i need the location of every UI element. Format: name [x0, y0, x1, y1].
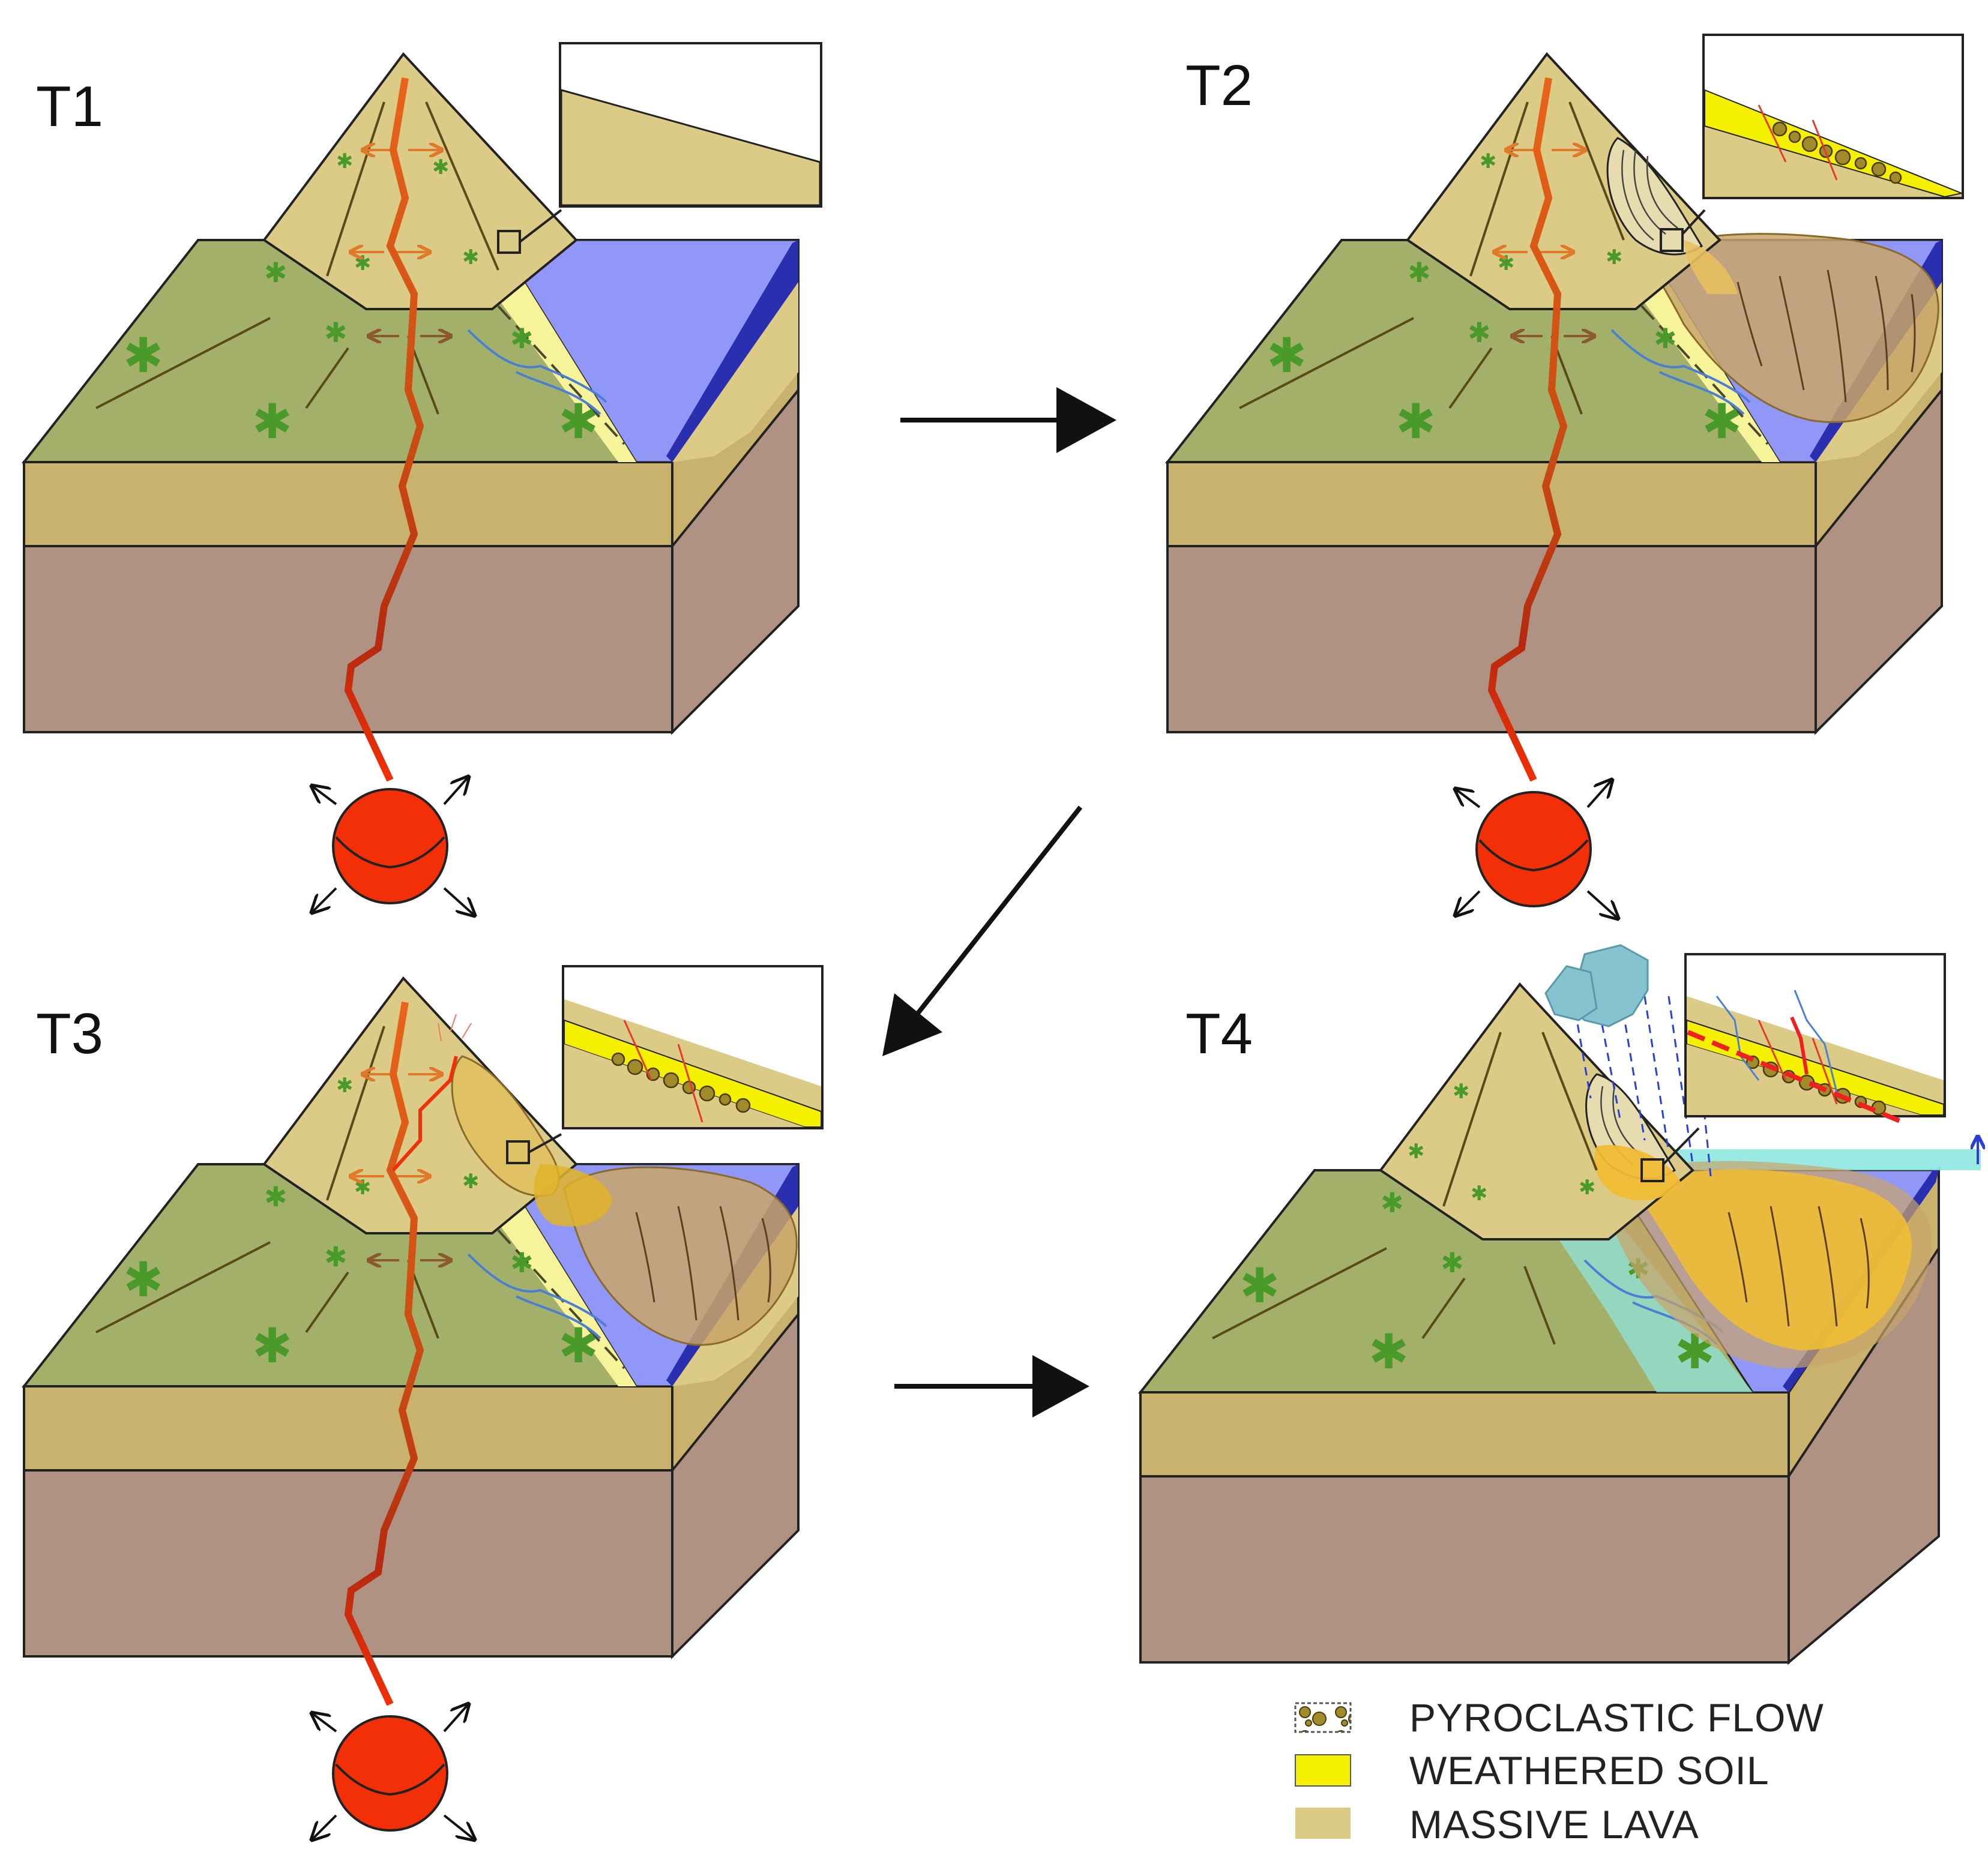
volcano-cone: [262, 52, 578, 310]
svg-text:✱: ✱: [354, 252, 372, 275]
svg-text:✱: ✱: [1408, 1140, 1425, 1163]
collapse-scarp: [1606, 137, 1703, 256]
arrow-t2-to-t3: [882, 805, 1083, 1056]
inset-t1: [559, 42, 822, 208]
svg-text:✱: ✱: [1396, 395, 1436, 448]
svg-text:✱: ✱: [123, 329, 163, 382]
magma-chamber-t2: [1456, 780, 1618, 918]
landslide-deposit: [563, 1166, 798, 1346]
inset-t3: [562, 965, 824, 1129]
panel-label-t3: T3: [36, 1002, 103, 1066]
svg-text:✱: ✱: [1480, 150, 1497, 173]
panel-t4: ✱ ✱ ✱ ✱ ✱ ✱ ✱ ✱ ✱ ✱: [1137, 982, 1981, 1665]
panel-label-t2: T2: [1185, 53, 1253, 118]
svg-text:✱: ✱: [558, 395, 598, 448]
slip-surface: [1687, 1030, 1904, 1125]
svg-text:✱: ✱: [1606, 246, 1623, 269]
svg-text:✱: ✱: [1381, 1187, 1404, 1218]
panel-label-t4: T4: [1185, 1002, 1253, 1066]
panel-t1: ✱ ✱ ✱ ✱ ✱ ✱ ✱ ✱ ✱ ✱: [23, 52, 800, 782]
svg-text:✱: ✱: [462, 246, 480, 269]
dyke-fracture: [391, 1056, 458, 1172]
svg-text:✱: ✱: [510, 1247, 534, 1278]
svg-text:✱: ✱: [336, 150, 354, 173]
legend-label-pyroclastic-flow: PYROCLASTIC FLOW: [1409, 1695, 1824, 1740]
pyroclastic-flow-swatch: [1294, 1702, 1352, 1733]
svg-text:✱: ✱: [432, 156, 450, 179]
legend: PYROCLASTIC FLOW WEATHERED SOIL MASSIVE …: [1294, 1695, 1824, 1847]
svg-text:✱: ✱: [1408, 257, 1431, 288]
svg-text:✱: ✱: [1369, 1325, 1409, 1378]
svg-text:✱: ✱: [123, 1253, 163, 1306]
svg-text:✱: ✱: [1471, 1182, 1488, 1205]
magma-conduit: [344, 1002, 424, 1706]
svg-text:✱: ✱: [1453, 1080, 1470, 1103]
panel-label-t1: T1: [36, 74, 103, 139]
svg-text:✱: ✱: [1267, 329, 1307, 382]
volcano-cone: [1406, 52, 1721, 310]
massive-lava-swatch: [1295, 1808, 1351, 1839]
landslide-deposit: [1633, 1169, 1912, 1350]
inset-t2: [1702, 34, 1964, 199]
svg-text:✱: ✱: [462, 1170, 480, 1193]
svg-text:✱: ✱: [558, 1319, 598, 1372]
magma-conduit: [344, 77, 424, 782]
svg-text:✱: ✱: [510, 323, 534, 354]
legend-label-weathered-soil: WEATHERED SOIL: [1409, 1748, 1770, 1793]
svg-text:✱: ✱: [354, 1176, 372, 1199]
magma-chamber-t3: [312, 1704, 474, 1839]
magma-chamber-t1: [312, 777, 474, 915]
panel-t2: ✱ ✱ ✱ ✱ ✱ ✱ ✱ ✱ ✱: [1166, 52, 1943, 782]
panel-t3: ✱ ✱ ✱ ✱ ✱ ✱ ✱ ✱ ✱: [23, 976, 800, 1706]
svg-text:✱: ✱: [1441, 1247, 1464, 1278]
legend-label-massive-lava: MASSIVE LAVA: [1409, 1802, 1699, 1847]
legend-item-pyroclastic-flow: PYROCLASTIC FLOW: [1294, 1695, 1824, 1740]
svg-text:✱: ✱: [264, 1181, 288, 1212]
arrow-t3-to-t4: [894, 1355, 1089, 1418]
svg-text:✱: ✱: [336, 1074, 354, 1097]
svg-text:✱: ✱: [1702, 395, 1742, 448]
svg-text:✱: ✱: [264, 257, 288, 288]
svg-text:✱: ✱: [252, 395, 292, 448]
svg-text:✱: ✱: [1239, 1259, 1280, 1312]
svg-text:✱: ✱: [1468, 317, 1491, 348]
legend-item-massive-lava: MASSIVE LAVA: [1295, 1802, 1699, 1847]
svg-text:✱: ✱: [252, 1319, 292, 1372]
magma-conduit: [1487, 77, 1568, 782]
legend-item-weathered-soil: WEATHERED SOIL: [1295, 1748, 1770, 1793]
inset-t4: [1684, 953, 1946, 1125]
svg-text:✱: ✱: [1498, 252, 1515, 275]
arrow-t1-to-t2: [900, 387, 1116, 453]
svg-text:✱: ✱: [1654, 323, 1677, 354]
svg-text:✱: ✱: [1579, 1176, 1596, 1199]
svg-text:✱: ✱: [324, 1241, 348, 1272]
cloud-icon: [1544, 944, 1649, 1027]
svg-text:✱: ✱: [324, 317, 348, 348]
weathered-soil-swatch: [1295, 1754, 1351, 1787]
volcano-cone: [1379, 982, 1694, 1240]
